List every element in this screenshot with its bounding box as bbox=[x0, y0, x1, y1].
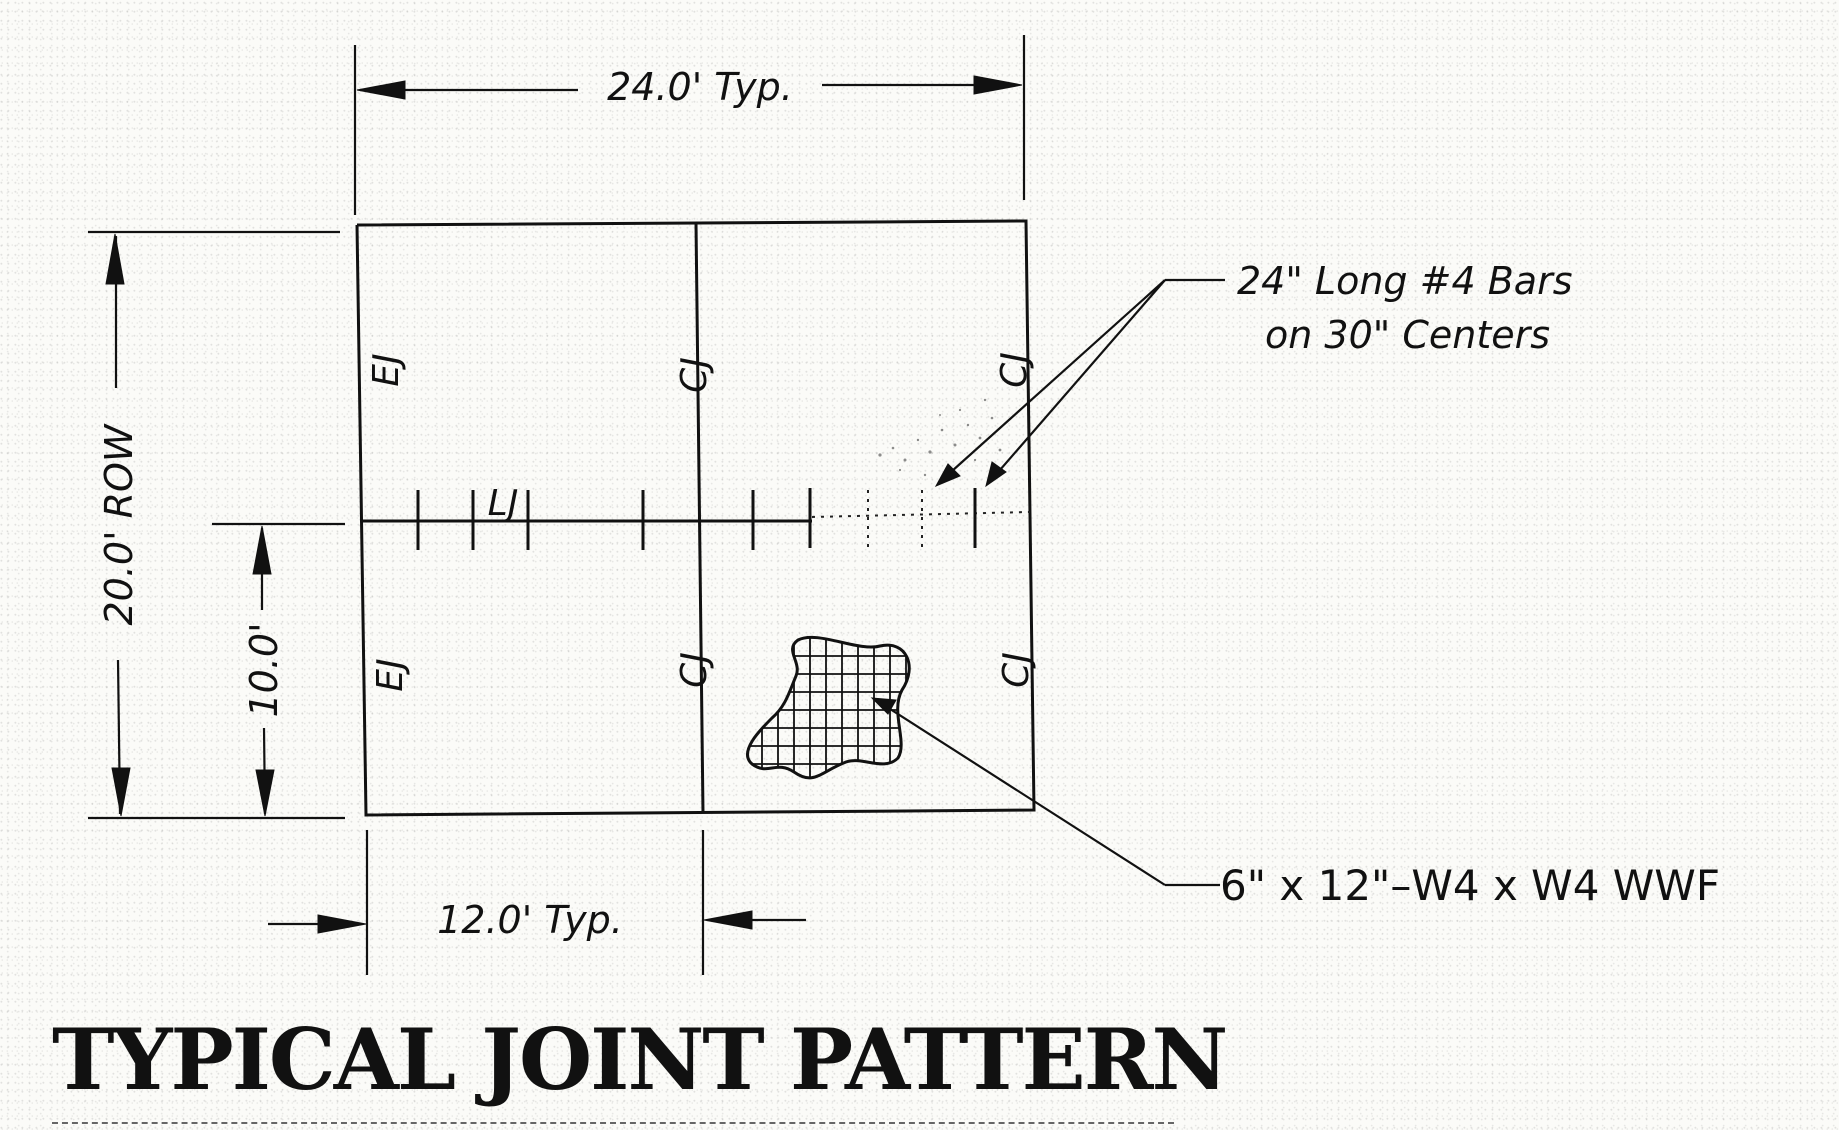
dimension-half-height: 10.0' bbox=[242, 525, 286, 817]
arrowhead bbox=[934, 463, 961, 488]
arrowhead bbox=[870, 697, 897, 715]
arrowhead-right bbox=[317, 914, 367, 934]
dimension-width-label: 24.0' Typ. bbox=[607, 65, 793, 109]
arrowhead-right bbox=[973, 75, 1023, 95]
leader-line bbox=[992, 279, 1166, 479]
contraction-joint-label-lower-right: CJ bbox=[996, 652, 1037, 688]
print-smudge bbox=[878, 398, 1002, 477]
arrowhead bbox=[985, 461, 1007, 488]
arrowhead-down bbox=[255, 769, 275, 817]
longitudinal-joint-faint bbox=[811, 511, 1031, 518]
note-bars-line-1: 24" Long #4 Bars bbox=[1237, 259, 1573, 303]
title-underline bbox=[52, 1122, 1174, 1124]
leader-bars bbox=[934, 278, 1225, 488]
drawing-title: TYPICAL JOINT PATTERN bbox=[52, 1010, 1228, 1109]
dimension-width-top: 24.0' Typ. bbox=[356, 65, 1023, 109]
note-bars-line-2: on 30" Centers bbox=[1265, 313, 1550, 357]
dimension-half-label: 10.0' bbox=[242, 622, 286, 717]
arrowhead-up bbox=[252, 525, 272, 575]
expansion-joint-label-lower: EJ bbox=[370, 658, 411, 691]
leader-wwf bbox=[870, 697, 1220, 887]
dimension-lane-width: 12.0' Typ. bbox=[268, 898, 806, 942]
slab-outline bbox=[355, 219, 1036, 817]
dimension-row-label: 20.0' ROW bbox=[97, 423, 141, 625]
arrowhead-left bbox=[703, 910, 753, 930]
tie-bars bbox=[416, 488, 977, 550]
leader-line bbox=[941, 279, 1166, 481]
leader-line bbox=[875, 699, 1166, 886]
dimension-row-height: 20.0' ROW bbox=[97, 233, 141, 817]
contraction-joint-label-upper-right: CJ bbox=[994, 352, 1035, 388]
longitudinal-joint-label: LJ bbox=[488, 483, 519, 524]
note-wwf: 6" x 12"–W4 x W4 WWF bbox=[1220, 861, 1720, 910]
arrowhead-down bbox=[111, 767, 131, 817]
arrowhead-up bbox=[105, 233, 125, 285]
contraction-joint-label-lower-mid: CJ bbox=[674, 652, 715, 688]
dimension-lane-label: 12.0' Typ. bbox=[437, 898, 623, 942]
arrowhead-left bbox=[356, 80, 406, 100]
contraction-joint-line bbox=[694, 222, 705, 814]
mesh-outline bbox=[746, 635, 911, 780]
expansion-joint-label-upper: EJ bbox=[366, 353, 407, 386]
contraction-joint-label-upper-mid: CJ bbox=[674, 357, 715, 393]
